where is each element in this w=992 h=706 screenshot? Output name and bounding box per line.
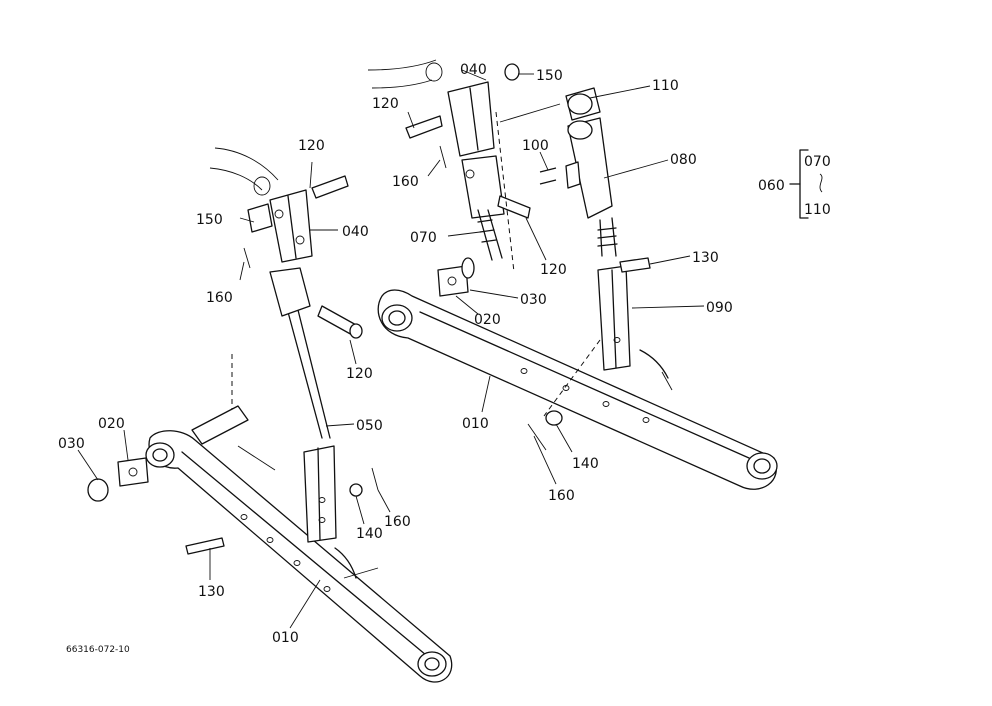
callout-r110: 110 [652, 78, 679, 94]
callout-l150: 150 [196, 212, 223, 228]
drawing-code: 66316-072-10 [66, 645, 130, 655]
callout-r130: 130 [692, 250, 719, 266]
left-lower-link-arm [145, 430, 453, 683]
callout-l020: 020 [98, 416, 125, 432]
assembly-key-group: 060 [758, 178, 785, 194]
callout-r150: 150 [536, 68, 563, 84]
callout-r120a: 120 [372, 96, 399, 112]
right-turnbuckle-070-110 [565, 87, 631, 371]
left-lift-rod-050 [287, 309, 337, 543]
callout-l010: 010 [272, 630, 299, 646]
callout-r090: 090 [706, 300, 733, 316]
callout-r030: 030 [520, 292, 547, 308]
callout-l160a: 160 [206, 290, 233, 306]
callout-r120b: 120 [540, 262, 567, 278]
callout-l050: 050 [356, 418, 383, 434]
callout-r010: 010 [462, 416, 489, 432]
callout-r140: 140 [572, 456, 599, 472]
callout-r100: 100 [522, 138, 549, 154]
callout-l030: 030 [58, 436, 85, 452]
callout-l120b: 120 [346, 366, 373, 382]
callout-l140: 140 [356, 526, 383, 542]
left-clevis-040 [269, 189, 313, 317]
callout-labels: 010 020 030 040 050 120 120 130 140 150 … [58, 62, 831, 655]
assembly-key-to: 110 [804, 202, 831, 218]
callout-l130: 130 [198, 584, 225, 600]
right-lift-rod-clevis [447, 81, 505, 261]
callout-l120a: 120 [298, 138, 325, 154]
callout-r080: 080 [670, 152, 697, 168]
callout-r070: 070 [410, 230, 437, 246]
callout-r040: 040 [460, 62, 487, 78]
callout-r160b: 160 [548, 488, 575, 504]
callout-l040: 040 [342, 224, 369, 240]
callout-r020: 020 [474, 312, 501, 328]
callout-l160b: 160 [384, 514, 411, 530]
assembly-key-from: 070 [804, 154, 831, 170]
right-lower-link-arm [377, 289, 778, 490]
callout-r160a: 160 [392, 174, 419, 190]
